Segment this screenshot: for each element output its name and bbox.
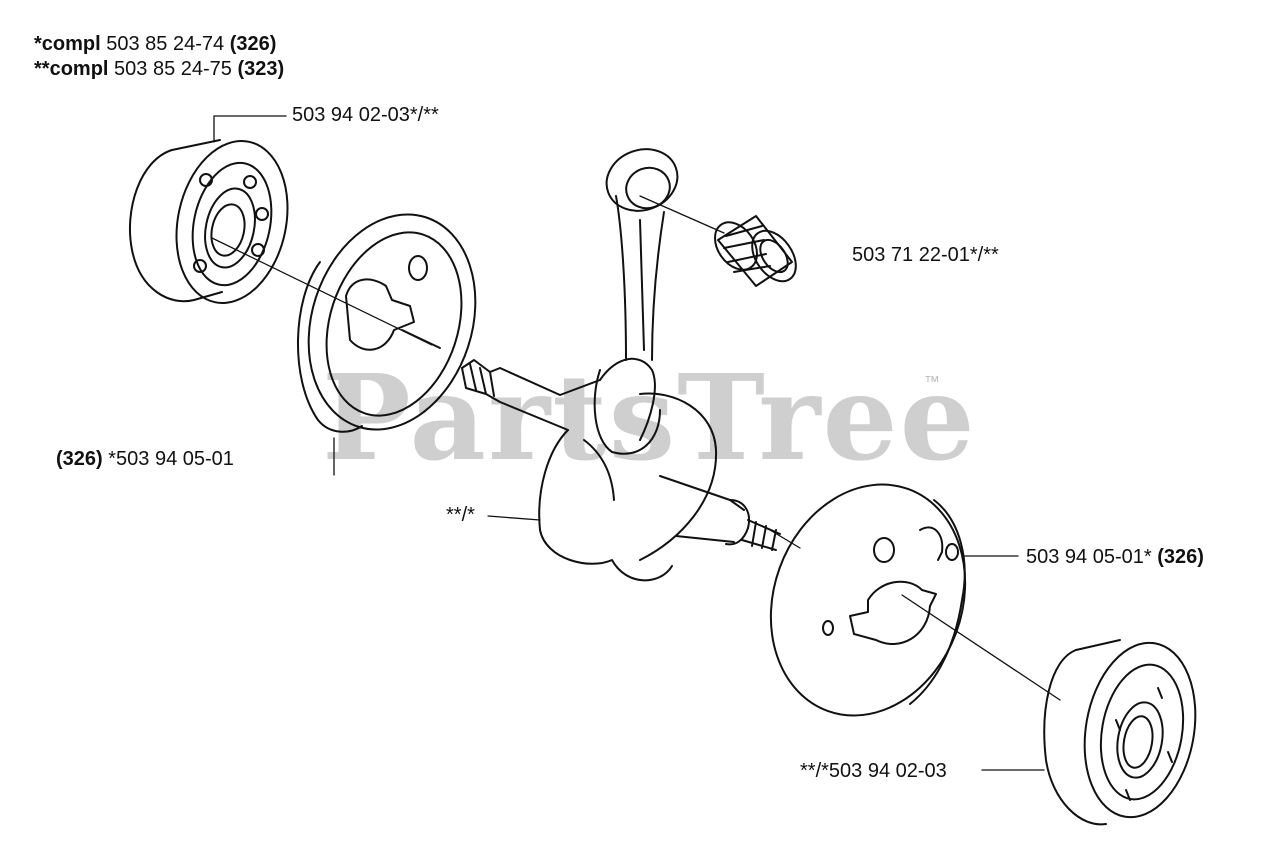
leader-lines	[211, 115, 1061, 771]
legend-line-1: *compl 503 85 24-74 (326)	[34, 33, 276, 55]
legend-number-2: 503 85 24-75	[114, 58, 232, 80]
callout-bearing-top: 503 94 02-03*/**	[292, 104, 439, 126]
callout-right-flywheel-number: 503 94 05-01*	[1026, 546, 1152, 568]
callout-left-flywheel: (326) *503 94 05-01	[56, 448, 234, 470]
legend-number-1: 503 85 24-74	[106, 33, 225, 55]
legend-ref-2: (323)	[237, 58, 285, 80]
flywheel-right	[769, 483, 967, 717]
legend-prefix-1: *compl	[34, 33, 101, 55]
callout-left-flywheel-ref: (326)	[56, 448, 103, 470]
bearing-top-left	[128, 139, 289, 304]
legend-line-2: **compl 503 85 24-75 (323)	[34, 58, 284, 80]
crankshaft	[461, 357, 781, 582]
trademark-symbol: ™	[924, 374, 940, 391]
callout-right-flywheel-ref: (326)	[1157, 546, 1204, 568]
legend-prefix-2: **compl	[34, 58, 109, 80]
flywheel-left	[297, 213, 477, 433]
callout-crankshaft: **/*	[446, 504, 475, 526]
callout-right-flywheel: 503 94 05-01* (326)	[1026, 546, 1204, 568]
callout-left-flywheel-number: *503 94 05-01	[108, 448, 234, 470]
bearing-bottom-right	[1043, 639, 1197, 826]
callout-needle-bearing: 503 71 22-01*/**	[852, 244, 999, 266]
needle-bearing	[714, 215, 797, 287]
legend-ref-1: (326)	[229, 33, 277, 55]
connecting-rod	[593, 148, 679, 455]
callout-bearing-bottom: **/*503 94 02-03	[800, 760, 947, 782]
